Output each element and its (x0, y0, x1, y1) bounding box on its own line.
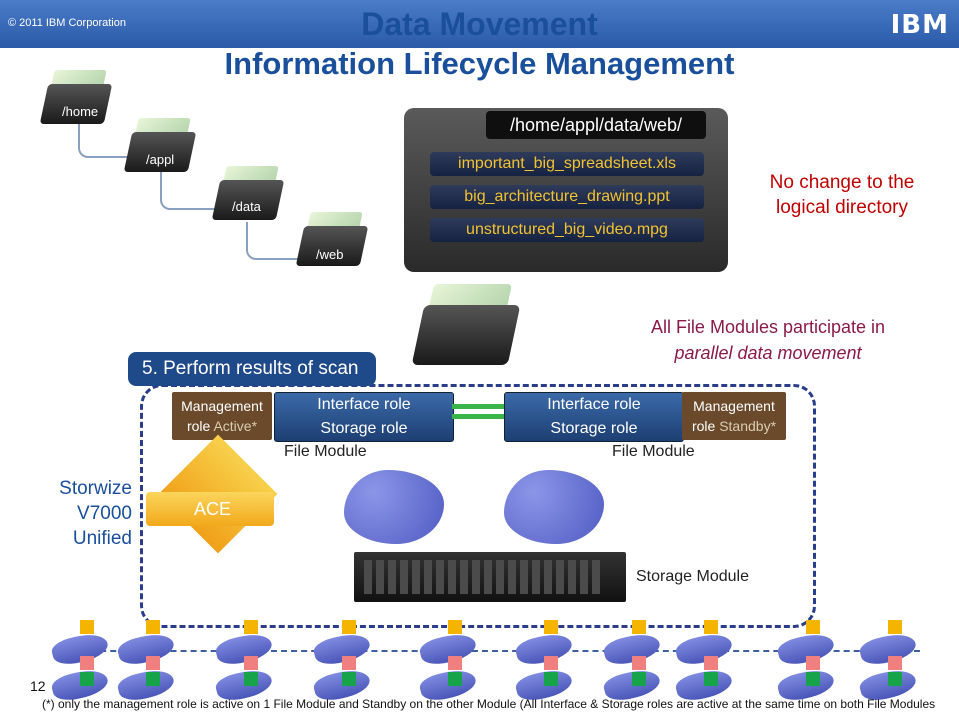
storage-role-label: Storage role (550, 420, 638, 437)
tree-connector (160, 172, 234, 210)
file-module-label: File Module (284, 443, 367, 460)
interface-role-label: Interface role (317, 396, 411, 413)
storage-module-unit (354, 552, 626, 602)
client-icon (311, 652, 378, 712)
parallel-note-line2: parallel data movement (674, 343, 862, 363)
parallel-note-line1: All File Modules participate in (650, 317, 886, 337)
footnote: (*) only the management role is active o… (42, 697, 936, 711)
client-icon (115, 616, 182, 676)
cloud-icon (344, 470, 444, 544)
file-item[interactable]: important_big_spreadsheet.xls (430, 152, 704, 176)
client-icon (513, 652, 580, 712)
client-icon (775, 652, 842, 712)
ibm-logo: IBM (890, 10, 949, 40)
cloud-icon (504, 470, 604, 544)
client-icon (673, 652, 740, 712)
page-title: Data Movement (361, 6, 598, 42)
folder-label-data: /data (232, 199, 261, 214)
tree-connector (246, 222, 320, 260)
folder-label-home: /home (62, 104, 99, 119)
header-bar (0, 0, 959, 48)
system-boundary (140, 384, 816, 628)
client-icon (857, 616, 924, 676)
client-icon (601, 616, 668, 676)
client-icon (775, 616, 842, 676)
storage-role-label: Storage role (320, 420, 408, 437)
system-name: Storwize V7000 Unified (59, 478, 132, 549)
folder-label-web: /web (316, 247, 344, 262)
client-icon (417, 652, 484, 712)
file-module-label: File Module (612, 443, 695, 460)
server-icon: Interface role Storage role (274, 392, 454, 442)
management-role-active: Management role Active* (172, 392, 272, 440)
server-icon: Interface role Storage role (504, 392, 684, 442)
page-number: 12 (30, 678, 46, 694)
module-link (452, 404, 506, 409)
client-icon (857, 652, 924, 712)
file-item[interactable]: big_architecture_drawing.ppt (430, 185, 704, 209)
client-icon (213, 616, 280, 676)
ace-label: ACE (146, 492, 274, 526)
folder-icon (411, 284, 521, 368)
client-icon (213, 652, 280, 712)
client-network-line (60, 650, 920, 652)
client-icon (115, 652, 182, 712)
client-icon (417, 616, 484, 676)
file-item[interactable]: unstructured_big_video.mpg (430, 218, 704, 242)
folder-label-appl: /appl (146, 152, 175, 167)
copyright-text: © 2011 IBM Corporation (8, 17, 126, 29)
client-icon (49, 616, 116, 676)
client-icon (49, 652, 116, 712)
management-role-standby: Management role Standby* (682, 392, 786, 440)
client-icon (673, 616, 740, 676)
scan-step-callout: 5. Perform results of scan (128, 352, 376, 386)
storage-module-label: Storage Module (636, 568, 749, 585)
logical-directory-note: No change to the logical directory (769, 172, 915, 218)
module-link (452, 414, 506, 419)
directory-path: /home/appl/data/web/ (486, 111, 706, 139)
page-subtitle: Information Lifecycle Management (224, 46, 735, 81)
tree-connector (78, 118, 148, 158)
interface-role-label: Interface role (547, 396, 641, 413)
client-icon (513, 616, 580, 676)
client-icon (311, 616, 378, 676)
client-icon (601, 652, 668, 712)
